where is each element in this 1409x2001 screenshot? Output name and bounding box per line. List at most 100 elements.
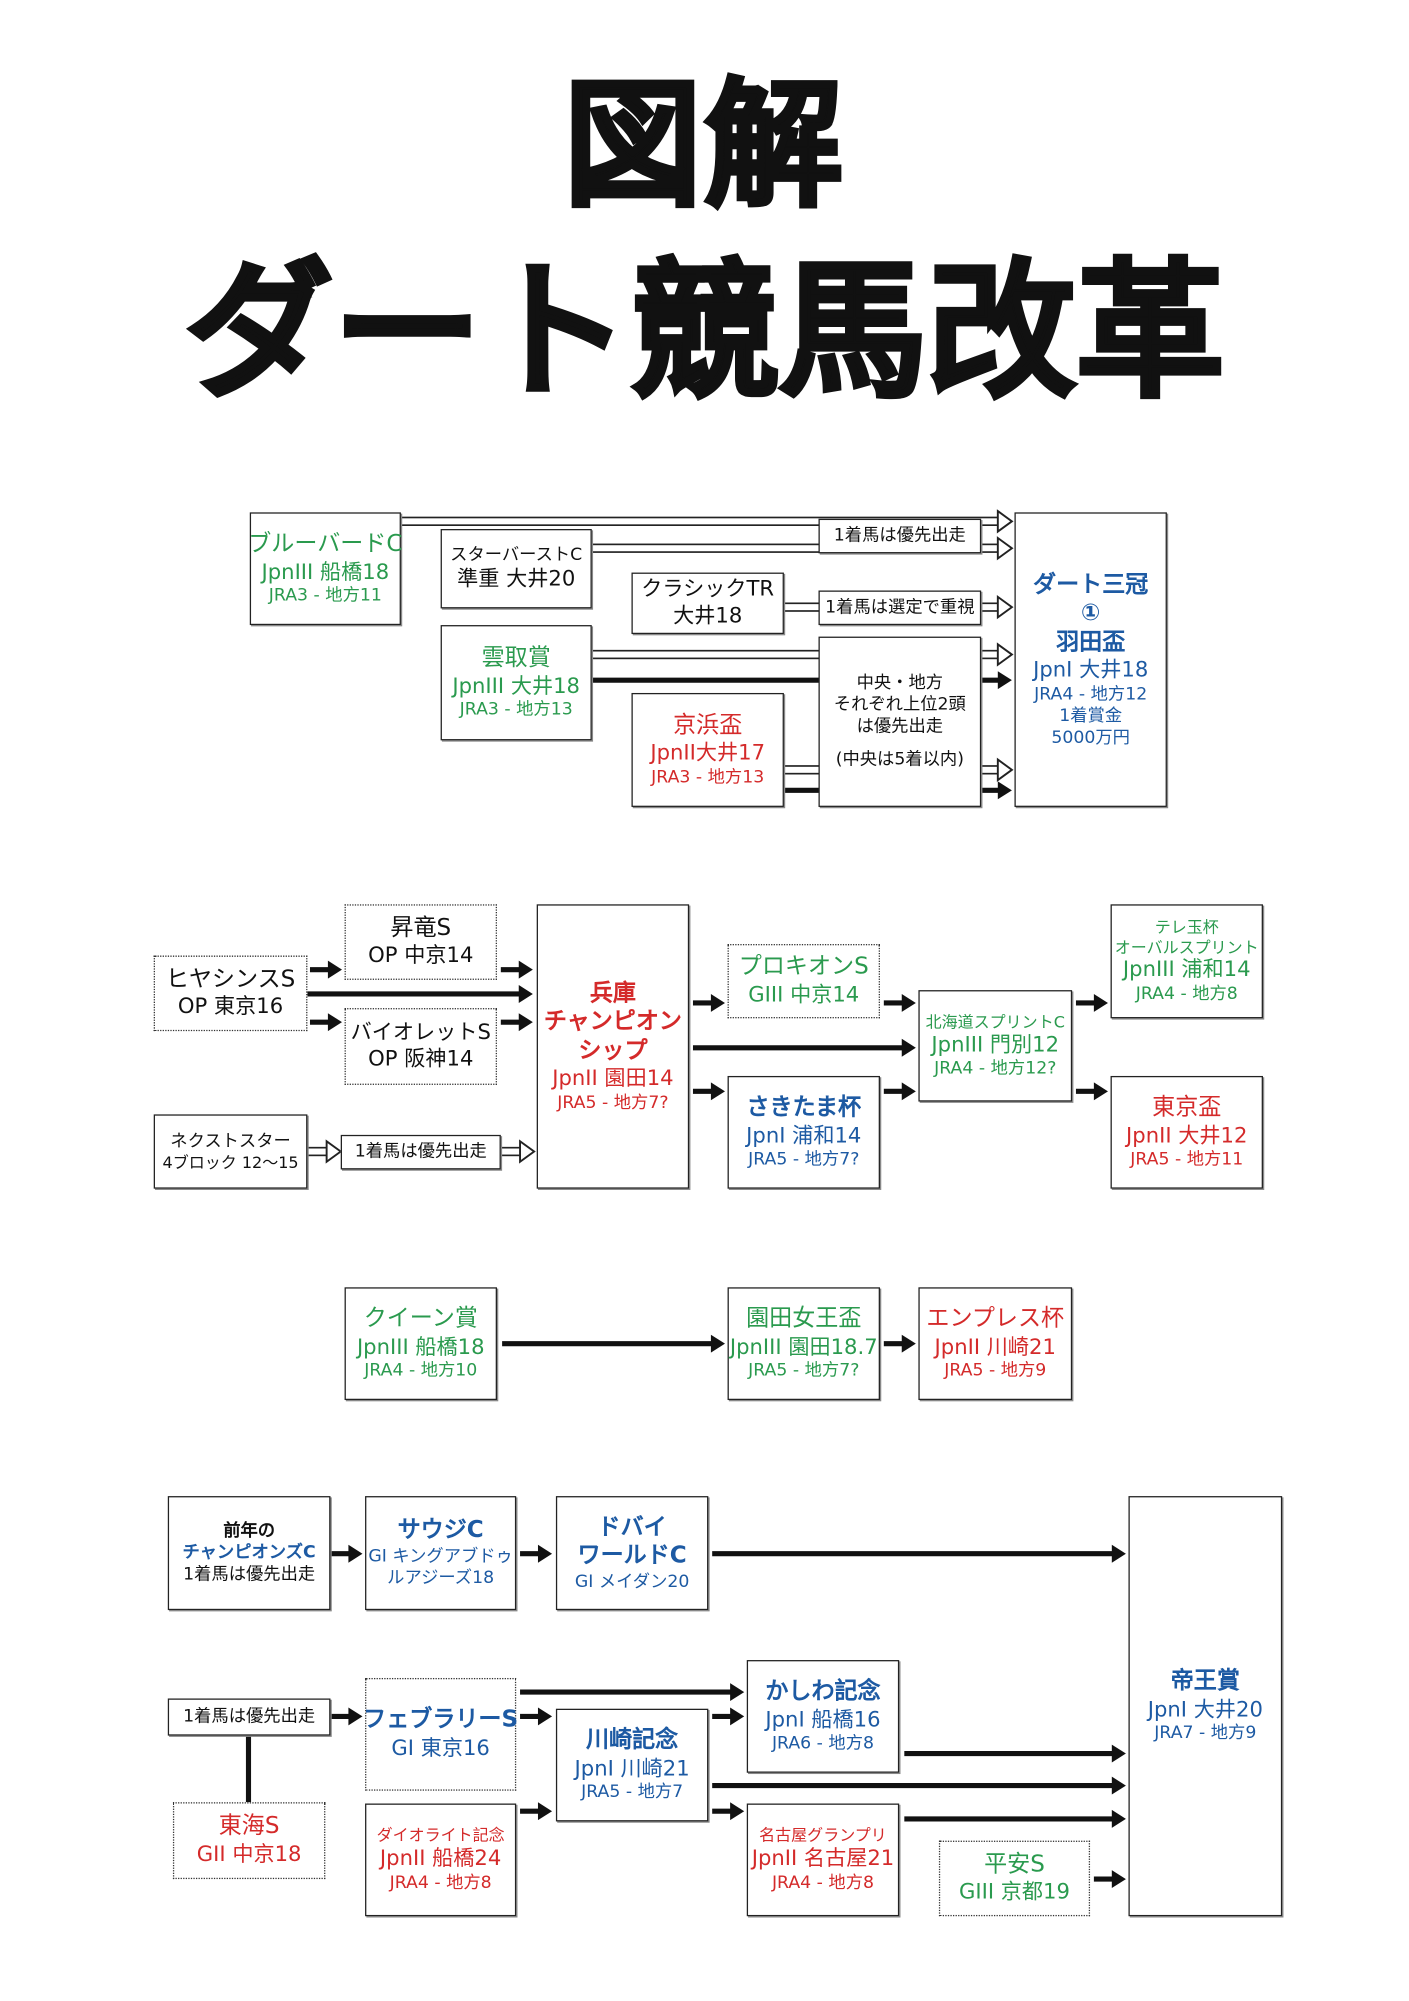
race-detail: JpnII 川崎21: [934, 1334, 1056, 1359]
race-name: 東京盃: [1152, 1093, 1222, 1121]
race-name: フェブラリーS: [363, 1706, 519, 1734]
arrow: [1075, 993, 1108, 1012]
race-detail: JRA7 - 地方9: [1154, 1722, 1257, 1744]
arrow: [883, 1334, 916, 1353]
race-detail: JpnI 大井20: [1147, 1696, 1263, 1721]
race-detail: GIII 京都19: [958, 1879, 1070, 1904]
race-detail: ①: [1080, 599, 1101, 627]
race-name: 兵庫: [589, 979, 636, 1007]
race-name: さきたま杯: [746, 1093, 862, 1121]
race-detail: JpnI 川崎21: [574, 1755, 690, 1780]
hollow-arrow: [400, 509, 1014, 534]
race-name: ネクストスター: [170, 1130, 291, 1152]
race-name: ドバイ: [597, 1513, 667, 1541]
arrow: [307, 985, 533, 1003]
race-detail: ルアジーズ18: [387, 1567, 495, 1588]
race-name: 中央・地方: [856, 672, 944, 693]
arrow: [309, 1013, 343, 1032]
arrow: [330, 1707, 363, 1726]
title-line-1: 図解: [562, 65, 846, 229]
race-detail: GI 東京16: [391, 1735, 490, 1760]
race-detail: JRA4 - 地方8: [389, 1872, 492, 1893]
race-detail: JRA3 - 地方11: [268, 585, 382, 607]
arrow: [904, 1809, 1126, 1828]
race-name: ダイオライト記念: [376, 1825, 505, 1846]
race-detail: チャンピオン: [543, 1008, 682, 1035]
arrow: [309, 960, 343, 979]
race-name: バイオレットS: [350, 1020, 491, 1045]
arrow: [500, 1013, 533, 1032]
title-line-2: ダート競馬改革: [183, 244, 1227, 421]
race-name: テレ玉杯: [1154, 917, 1219, 937]
race-detail: JRA5 - 地方9: [944, 1360, 1047, 1381]
race-detail: JRA5 - 地方11: [1130, 1149, 1244, 1170]
race-detail: JpnII 園田14: [552, 1065, 674, 1091]
race-name: ヒヤシンスS: [165, 965, 296, 993]
race-detail: 羽田盃: [1056, 628, 1126, 656]
race-detail: JpnIII 園田18.7: [729, 1334, 878, 1359]
arrow: [692, 1082, 725, 1101]
arrow: [883, 993, 916, 1012]
race-detail: JpnIII 大井18: [452, 673, 581, 698]
race-name: サウジC: [397, 1517, 484, 1544]
hollow-arrow: [306, 1139, 343, 1164]
note-priority-entry: 1着馬は優先出走: [818, 518, 982, 554]
race-detail: それぞれ上位2頭: [833, 693, 966, 715]
arrow: [1093, 1870, 1126, 1889]
arrow: [1075, 1082, 1108, 1101]
race-detail: JpnIII 浦和14: [1122, 957, 1251, 982]
note-selection-weighted: 1着馬は選定で重視: [818, 590, 982, 626]
race-name: エンプレス杯: [926, 1305, 1065, 1333]
race-detail: JRA3 - 地方13: [459, 699, 573, 721]
note-priority-entry-3: 1着馬は優先出走: [167, 1698, 331, 1736]
race-name: 帝王賞: [1170, 1667, 1240, 1695]
race-detail: JpnII 名古屋21: [751, 1845, 895, 1871]
race-name: ブルーバードC: [248, 530, 403, 558]
race-detail: JRA3 - 地方13: [651, 766, 765, 788]
race-detail: OP 中京14: [368, 943, 474, 968]
race-detail: JRA5 - 地方7: [581, 1781, 684, 1803]
race-name: 名古屋グランプリ: [759, 1825, 887, 1846]
race-detail: 大井18: [673, 603, 743, 628]
race-detail: JRA4 - 地方12: [1034, 683, 1148, 705]
race-detail: JpnI 大井18: [1033, 657, 1149, 682]
race-detail: GIII 中京14: [748, 982, 860, 1007]
race-detail: JpnIII 船橋18: [261, 559, 390, 584]
race-detail: JpnIII 門別12: [931, 1031, 1060, 1057]
arrow: [500, 960, 533, 979]
race-name: クラシックTR: [641, 576, 775, 602]
race-detail: JpnII 大井12: [1126, 1122, 1248, 1148]
race-name: 北海道スプリントC: [925, 1011, 1065, 1032]
race-detail: JpnII 船橋24: [379, 1845, 502, 1871]
arrow: [712, 1544, 1126, 1563]
race-name: 1着馬は選定で重視: [825, 596, 975, 618]
arrow: [692, 1038, 916, 1057]
race-detail: JpnIII 船橋18: [356, 1334, 485, 1359]
race-detail: OP 東京16: [177, 994, 284, 1019]
hollow-arrow: [499, 1139, 536, 1164]
arrow: [692, 993, 725, 1012]
note-priority-entry-2: 1着馬は優先出走: [340, 1134, 501, 1170]
race-name: ダート三冠: [1033, 570, 1149, 598]
race-detail: JRA4 - 地方8: [1135, 983, 1238, 1005]
